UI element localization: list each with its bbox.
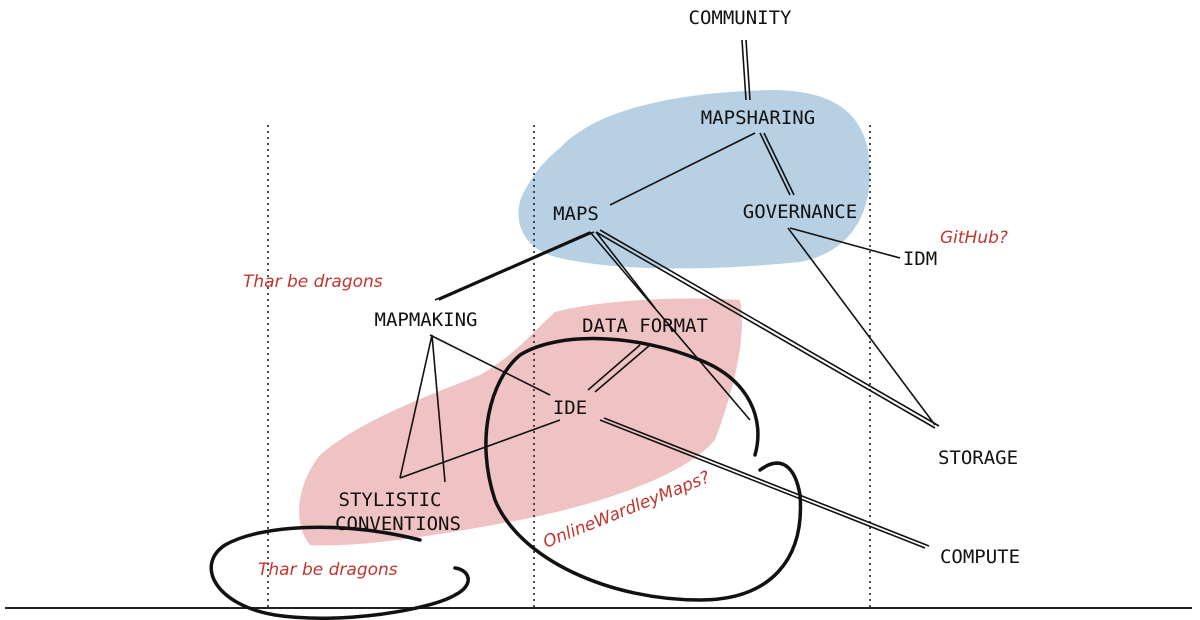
node-compute: COMPUTE (940, 546, 1020, 568)
edge-governance-storage (787, 227, 936, 426)
node-storage: STORAGE (938, 447, 1018, 469)
edge-ide-compute (599, 417, 930, 549)
node-idm: IDM (903, 248, 937, 270)
annotation-dragons-lower: Thar be dragons (258, 560, 398, 580)
edge-maps-data-format (595, 231, 656, 309)
node-mapmaking: MAPMAKING (375, 309, 478, 331)
edge-data-format-ide (587, 344, 651, 393)
node-ide: IDE (553, 397, 587, 419)
mapsharing-group-blob (518, 90, 870, 269)
online-tool-loop (484, 336, 803, 602)
edge-ide-stylistic (399, 419, 561, 479)
edge-mapmaking-ide (429, 334, 551, 396)
edge-mapmaking-stylistic (399, 334, 446, 483)
edge-community-mapsharing (741, 39, 751, 101)
node-stylistic-conventions-line2: CONVENTIONS (335, 513, 461, 535)
node-governance: GOVERNANCE (743, 201, 857, 223)
node-mapsharing: MAPSHARING (701, 107, 815, 129)
node-maps: MAPS (553, 203, 599, 225)
dependency-edges (399, 39, 940, 549)
dragons-loop (209, 525, 470, 620)
node-community: COMMUNITY (689, 7, 793, 29)
edge-governance-idm (789, 227, 901, 259)
node-data-format: DATA FORMAT (582, 315, 708, 337)
edge-maps-storage (595, 229, 940, 429)
annotation-dragons-upper: Thar be dragons (243, 272, 383, 292)
annotation-github: GitHub? (940, 228, 1008, 248)
edge-mapsharing-governance (759, 132, 795, 196)
edge-maps-mapmaking (434, 231, 595, 301)
node-stylistic-conventions-line1: STYLISTIC (339, 489, 442, 511)
edge-mapsharing-maps (609, 132, 756, 206)
edge-maps-compute (589, 231, 751, 421)
